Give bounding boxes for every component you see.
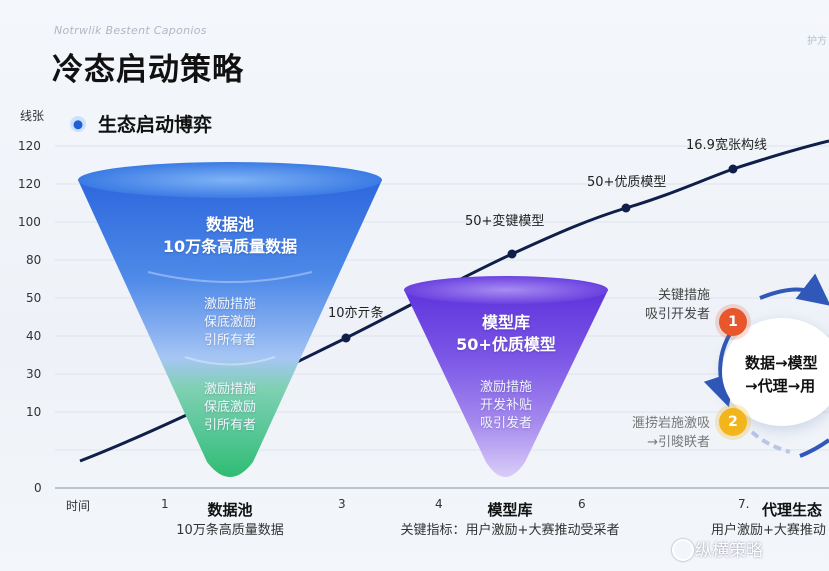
bottom-data-pool-sub: 10万条高质量数据 <box>176 523 284 538</box>
watermark-text: 纵横策略 <box>695 541 763 561</box>
bottom-model-lib-title: 模型库 <box>487 501 533 519</box>
data-pool-title: 数据池 <box>205 215 254 234</box>
cycle-note-2: 滙捞岩施激吸 →引晙眹者 <box>610 414 710 452</box>
y-tick: 50 <box>26 291 42 305</box>
data-pool-incentive-2: 激励措施 保底激励 引所有者 <box>180 381 280 435</box>
y-tick: 100 <box>18 215 41 229</box>
curve-point-3 <box>621 203 631 213</box>
note-line: 关键措施 <box>657 288 710 303</box>
curve-label-1: 10亦亓条 <box>328 306 384 321</box>
bottom-model-lib-sub: 关键指标：用户激励+大赛推动受采者 <box>400 523 620 538</box>
model-lib-subtitle: 50+优质模型 <box>456 335 556 354</box>
y-tick: 120 <box>18 139 41 153</box>
legend-marker-icon <box>70 115 86 132</box>
legend: 生态启动博弈 <box>70 110 212 137</box>
x-tick: 6 <box>578 497 586 511</box>
bottom-agent-sub: 用户激励+大赛推动 <box>711 523 826 538</box>
x-tick: 7. <box>738 497 750 511</box>
y-tick: 30 <box>26 367 42 381</box>
curve-point-4 <box>728 164 738 174</box>
data-pool-incentive-1: 激励措施 保底激励 引所有者 <box>180 296 280 350</box>
data-pool-funnel <box>78 162 382 477</box>
note-line: 吸引开发者 <box>644 307 710 322</box>
y-tick: 0 <box>34 481 42 495</box>
page-title: 冷态启动策略 <box>52 52 244 88</box>
step-1-badge: 1 <box>719 308 747 336</box>
y-tick: 10 <box>26 405 42 419</box>
model-lib-incentive: 激励措施 开发补贴 吸引发者 <box>456 379 556 433</box>
x-tick: 1 <box>161 497 169 511</box>
cycle-line-1: 数据→模型 <box>745 354 818 372</box>
watermark-logo-icon <box>672 539 694 561</box>
english-subtitle: Notrwlik Bestent Caponios <box>54 24 207 37</box>
incentive-line: 保底激励 <box>203 400 256 415</box>
y-tick: 40 <box>26 329 42 343</box>
x-tick: 4 <box>435 497 443 511</box>
model-library-funnel <box>404 276 608 477</box>
data-pool-subtitle: 10万条高质量数据 <box>162 237 298 256</box>
corner-label: 护方 <box>807 36 827 47</box>
incentive-line: 激励措施 <box>203 297 256 312</box>
incentive-line: 引所有者 <box>203 418 256 433</box>
y-tick: 120 <box>18 177 41 191</box>
note-line: 滙捞岩施激吸 <box>631 416 710 431</box>
x-tick: 3 <box>338 497 346 511</box>
incentive-line: 激励措施 <box>203 382 256 397</box>
bottom-data-pool-title: 数据池 <box>207 501 253 519</box>
incentive-line: 激励措施 <box>479 380 532 395</box>
incentive-line: 吸引发者 <box>479 416 532 431</box>
incentive-line: 保底激励 <box>203 315 256 330</box>
step-2-badge: 2 <box>719 408 747 436</box>
incentive-line: 开发补贴 <box>479 398 532 413</box>
y-axis-title: 线张 <box>20 109 45 123</box>
model-lib-title: 模型库 <box>481 313 530 332</box>
legend-label: 生态启动博弈 <box>98 114 213 136</box>
curve-label-3: 50+优质模型 <box>587 175 667 190</box>
curve-point-2 <box>507 249 517 259</box>
x-tick: 时间 <box>66 499 91 513</box>
bottom-agent-title: 代理生态 <box>762 501 823 519</box>
y-tick: 80 <box>26 253 42 267</box>
cycle-note-1: 关键措施 吸引开发者 <box>620 286 710 324</box>
incentive-line: 引所有者 <box>203 333 256 348</box>
note-line: →引晙眹者 <box>647 435 710 450</box>
cycle-center <box>722 318 829 426</box>
curve-point-1 <box>341 333 351 343</box>
curve-label-2: 50+変键模型 <box>465 214 545 229</box>
curve-label-4: 16.9宽张构线 <box>686 138 767 153</box>
cycle-line-2: →代理→用 <box>745 377 816 395</box>
